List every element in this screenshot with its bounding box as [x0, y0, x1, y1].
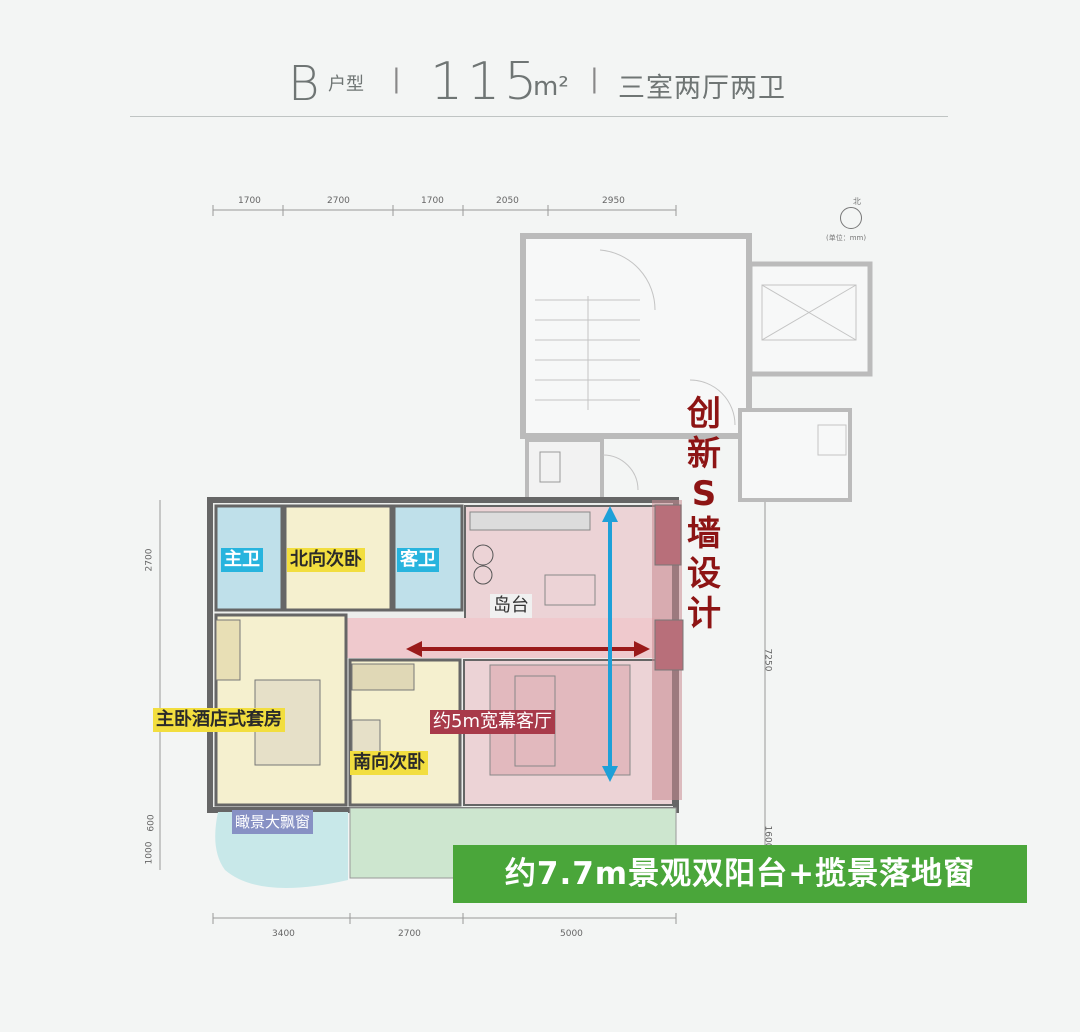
area-value: 115 — [430, 52, 542, 112]
label-master-suite: 主卧酒店式套房 — [153, 708, 285, 732]
dim-left-2: 600 — [146, 814, 157, 832]
dim-top-5: 2950 — [602, 196, 625, 206]
unit-type-letter: B — [288, 56, 320, 112]
s-wall-callout: 创新S墙设计 — [687, 394, 721, 634]
dim-bottom-1: 3400 — [272, 929, 295, 939]
compass-label: 北 — [853, 197, 861, 206]
dim-top-4: 2050 — [496, 196, 519, 206]
dim-top-2: 2700 — [327, 196, 350, 206]
title-separator: | — [590, 64, 599, 94]
label-guest-bath: 客卫 — [397, 548, 439, 572]
dim-left-1: 2700 — [144, 548, 155, 572]
label-island: 岛台 — [490, 594, 532, 618]
label-master-bath: 主卫 — [221, 548, 263, 572]
title-row: B 户型 | 115 m² | 三室两厅两卫 — [0, 52, 1080, 112]
label-south-bedroom: 南向次卧 — [350, 751, 428, 775]
layout-text: 三室两厅两卫 — [618, 73, 786, 104]
label-living-room: 约5m宽幕客厅 — [430, 710, 555, 734]
unit-note: (单位：mm) — [826, 234, 867, 242]
title-divider — [130, 116, 948, 117]
dim-top-3: 1700 — [421, 196, 444, 206]
dim-bottom-3: 5000 — [560, 929, 583, 939]
compass-icon — [840, 207, 862, 229]
label-north-bedroom: 北向次卧 — [287, 548, 365, 572]
dim-bottom-2: 2700 — [398, 929, 421, 939]
label-bay-window: 瞰景大飘窗 — [232, 810, 314, 834]
balcony-banner: 约7.7m景观双阳台+揽景落地窗 — [453, 845, 1027, 903]
dim-left-3: 1000 — [144, 841, 155, 865]
unit-type-label: 户型 — [328, 74, 364, 95]
dim-right-1: 7250 — [762, 648, 773, 672]
dim-top-1: 1700 — [238, 196, 261, 206]
title-separator: | — [392, 64, 401, 94]
area-unit: m² — [533, 72, 569, 102]
